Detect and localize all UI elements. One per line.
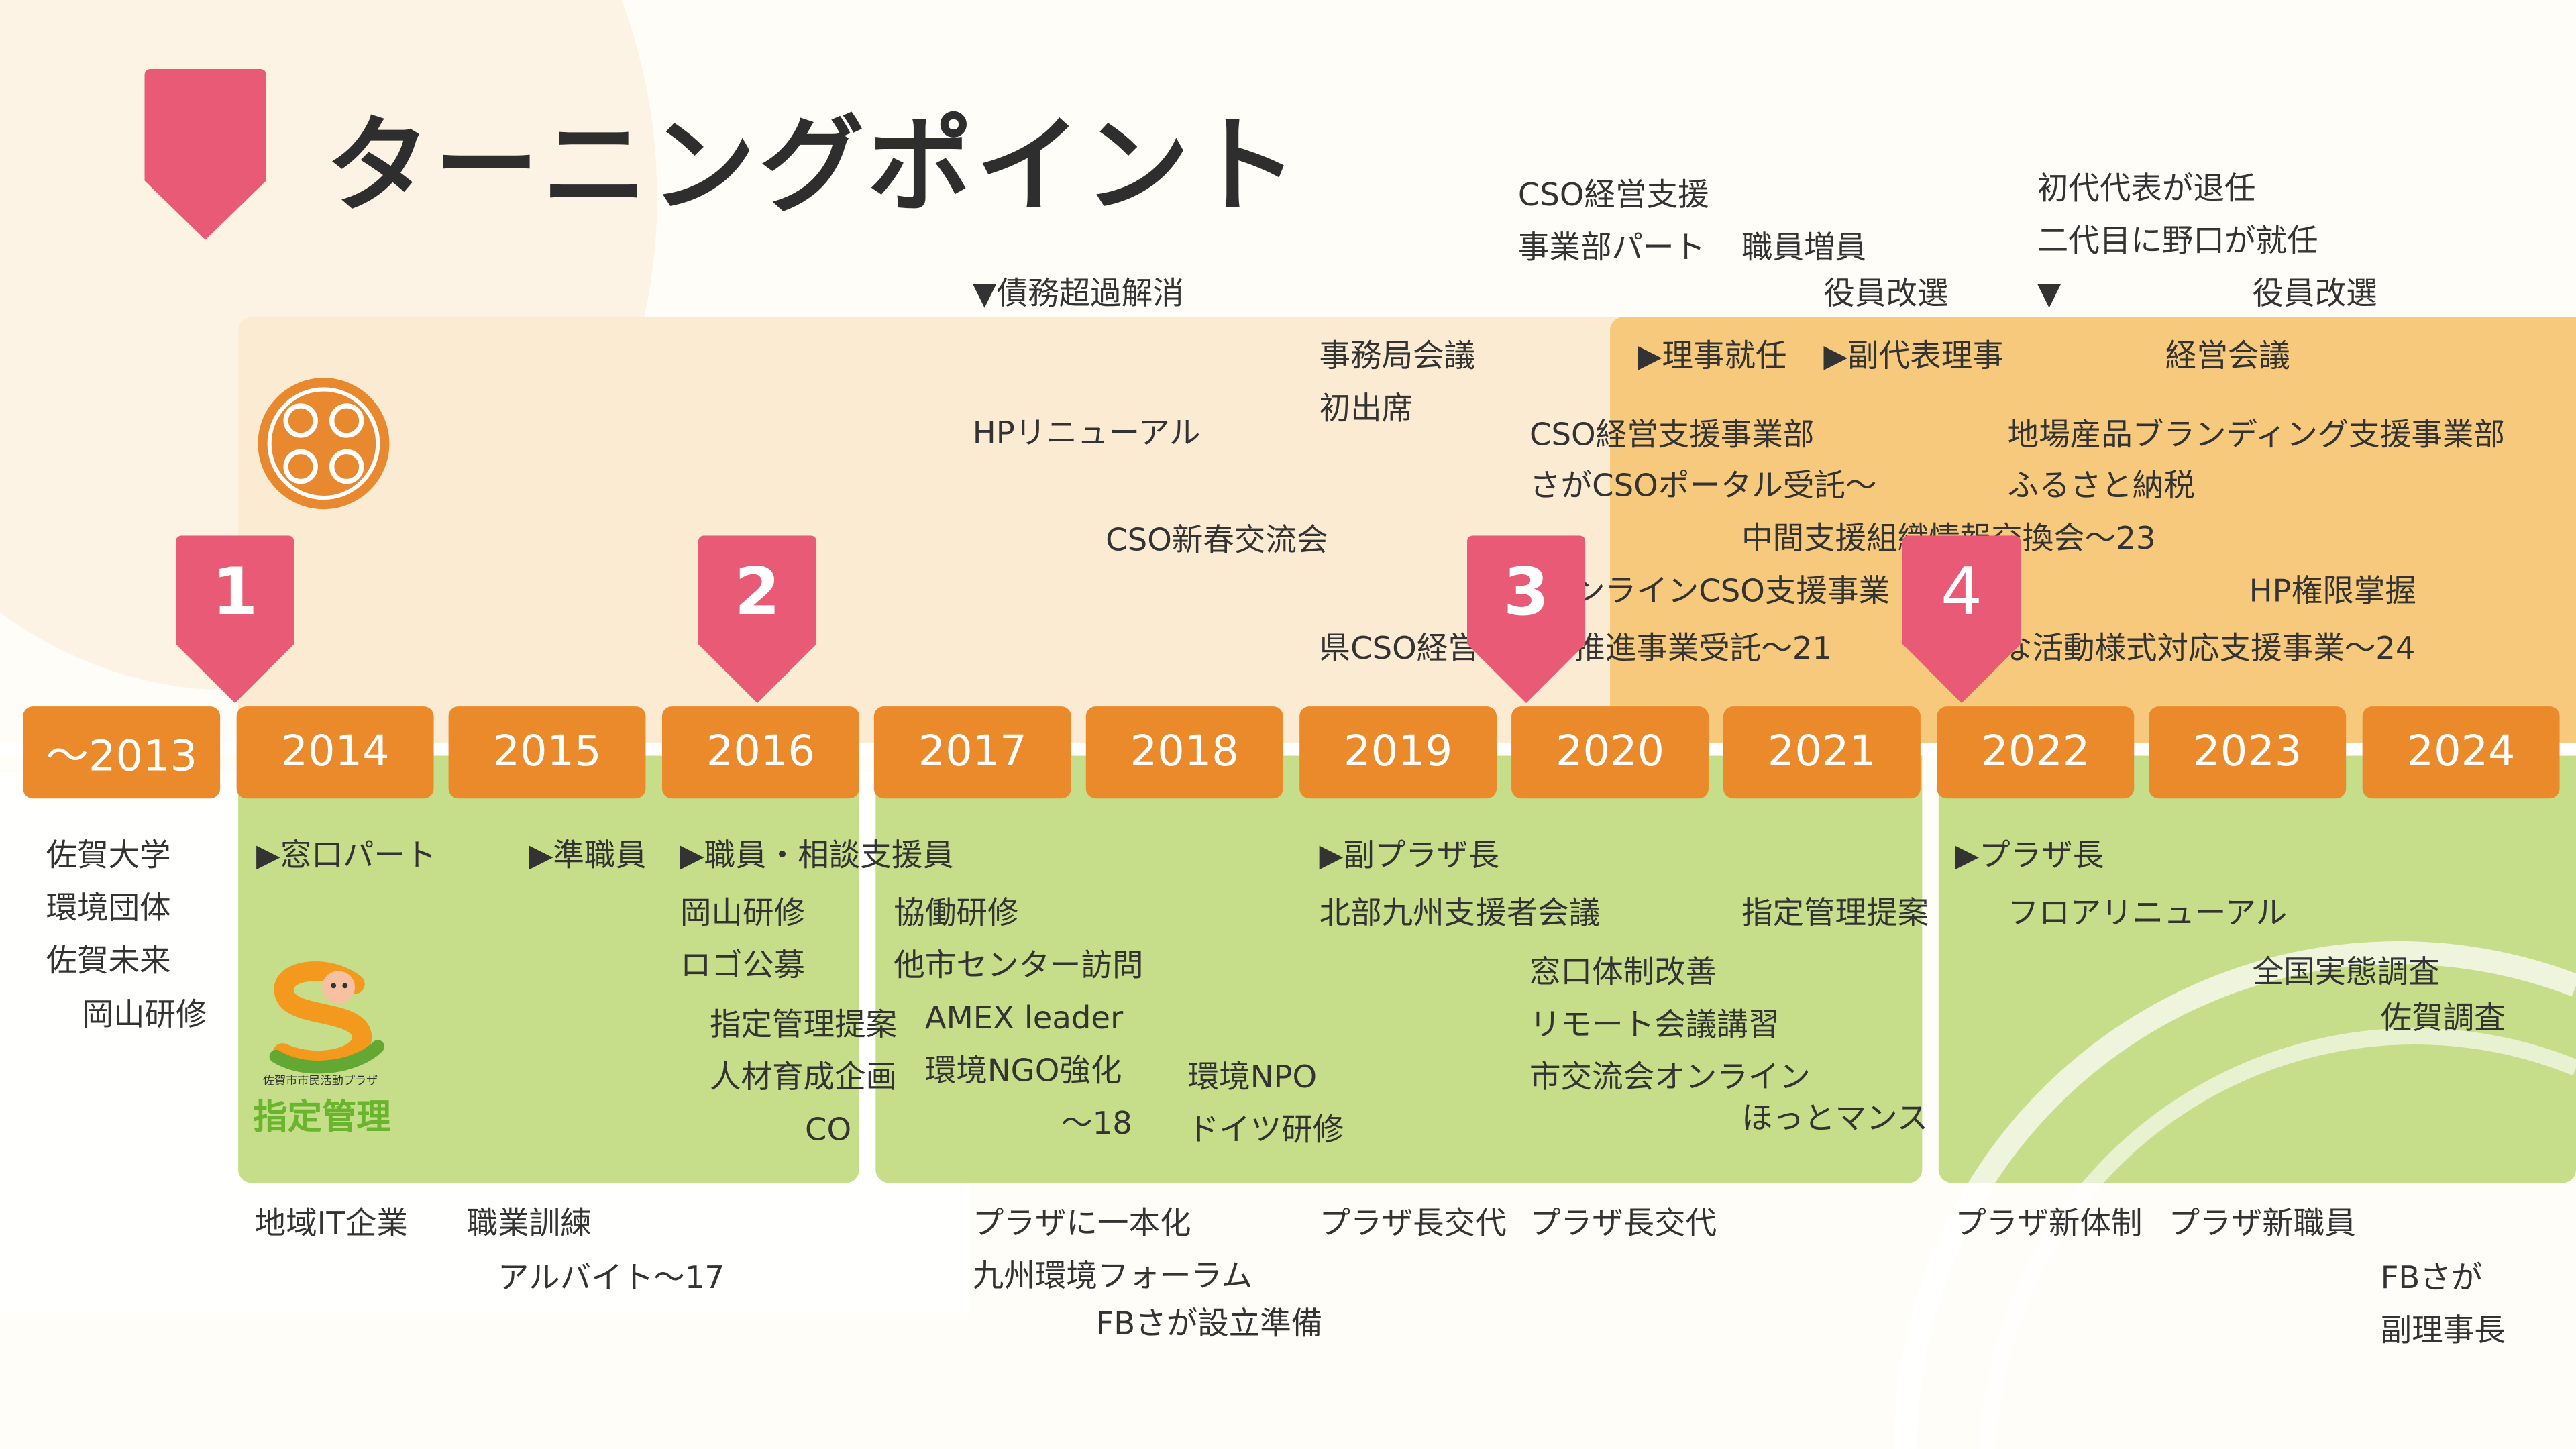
marker-number-1: 1	[212, 555, 258, 631]
act-kyushu-meeting: 北部九州支援者会議	[1319, 895, 1601, 932]
act-hr-planning: 人材育成企画	[709, 1059, 898, 1096]
event-hp-renewal: HPリニューアル	[972, 415, 1201, 452]
bg-okayama-1: 岡山研修	[82, 997, 207, 1034]
turning-point-marker-2: 2	[698, 535, 817, 704]
act-national-survey: 全国実態調査	[2252, 954, 2440, 991]
act-saga-survey: 佐賀調査	[2380, 1000, 2506, 1037]
act-amex: AMEX leader	[924, 1000, 1124, 1037]
act-window-reform: 窓口体制改善	[1529, 954, 1717, 991]
note-fb-saga-prep: FBさが設立準備	[1095, 1305, 1323, 1342]
event-staff-increase: 職員増員	[1741, 229, 1867, 266]
event-online-cso: ンラインCSO支援事業	[1574, 573, 1890, 610]
act-center-visit: 他市センター訪問	[894, 948, 1144, 984]
act-okayama-2: 岡山研修	[680, 895, 806, 932]
year-2021: 2021	[1723, 706, 1921, 799]
bookmark-icon	[144, 68, 266, 240]
year-2024: 2024	[2362, 706, 2560, 799]
event-second-rep: 二代目に野口が就任	[2037, 223, 2318, 260]
note-new-staff: プラザ新職員	[2168, 1205, 2356, 1242]
role-vice-plaza: ▶副プラザ長	[1319, 837, 1500, 874]
role-staff-counselor: ▶職員・相談支援員	[680, 837, 954, 874]
act-germany: ドイツ研修	[1187, 1112, 1344, 1148]
page-title: ターニングポイント	[325, 107, 1301, 229]
note-kyushu-forum: 九州環境フォーラム	[972, 1258, 1253, 1295]
year-2017: 2017	[873, 706, 1071, 799]
year-2020: 2020	[1511, 706, 1709, 799]
act-co: CO	[805, 1112, 852, 1148]
event-vice-rep: ▶副代表理事	[1823, 338, 2004, 375]
event-branding: 地場産品ブランディング支援事業部	[2007, 417, 2505, 453]
act-hot-month: ほっとマンス	[1741, 1100, 1929, 1137]
role-plaza-head: ▶プラザ長	[1955, 837, 2104, 874]
event-down-arrow: ▼	[2037, 276, 2061, 313]
note-head-change-2: プラザ長交代	[1529, 1205, 1717, 1242]
role-window-part: ▶窓口パート	[256, 837, 437, 874]
act-designated-proposal-2: 指定管理提案	[1741, 895, 1929, 932]
band-lower-green-2	[875, 752, 1923, 1183]
year-2023: 2023	[2149, 706, 2347, 799]
event-cso-newyear: CSO新春交流会	[1106, 522, 1328, 559]
marker-number-2: 2	[734, 555, 781, 631]
turning-point-marker-3: 3	[1466, 535, 1586, 704]
bg-env-group: 環境団体	[46, 890, 171, 927]
act-collab-training: 協働研修	[894, 895, 1019, 932]
event-office-meeting: 事務局会議	[1319, 338, 1476, 375]
event-cso-portal: さがCSOポータル受託〜	[1529, 468, 1877, 504]
decor-arcs	[1894, 941, 2576, 1449]
note-unify-plaza: プラザに一本化	[972, 1205, 1191, 1242]
turning-point-marker-1: 1	[176, 535, 294, 704]
event-pref-cso: 県CSO経営	[1319, 631, 1479, 667]
bg-saga-future: 佐賀未来	[46, 943, 171, 979]
role-semi-staff: ▶準職員	[529, 837, 647, 874]
marker-number-3: 3	[1503, 555, 1550, 631]
act-env-npo: 環境NPO	[1187, 1059, 1318, 1096]
event-mgmt-meeting: 経営会議	[2165, 338, 2290, 375]
act-remote-lecture: リモート会議講習	[1529, 1007, 1780, 1044]
year-pre2013: 〜2013	[23, 706, 221, 799]
event-director: ▶理事就任	[1638, 338, 1787, 375]
act-city-online: 市交流会オンライン	[1529, 1059, 1811, 1096]
act-floor-renewal: フロアリニューアル	[2007, 895, 2288, 932]
note-vice-chair: 副理事長	[2380, 1312, 2506, 1349]
event-new-style: な活動様式対応支援事業〜24	[2000, 631, 2416, 667]
event-board-election-1: 役員改選	[1823, 276, 1949, 313]
turning-point-marker-4: 4	[1902, 535, 2021, 704]
bg-saga-univ: 佐賀大学	[46, 837, 171, 874]
event-cso-support: CSO経営支援	[1517, 177, 1709, 214]
note-vocational: 職業訓練	[466, 1205, 592, 1242]
year-2022: 2022	[1937, 706, 2135, 799]
plaza-logo-label: 指定管理	[253, 1097, 391, 1137]
band-upper-orange	[1610, 317, 2576, 748]
note-part-time: アルバイト〜17	[498, 1260, 725, 1297]
plaza-mascot-logo	[269, 961, 385, 1074]
note-new-structure: プラザ新体制	[1955, 1205, 2143, 1242]
event-furusato: ふるさと納税	[2007, 468, 2195, 504]
plaza-logo-small-text: 佐賀市市民活動プラザ	[262, 1074, 378, 1088]
act-until-18: 〜18	[1061, 1106, 1132, 1142]
event-board-election-2: 役員改選	[2252, 276, 2377, 313]
event-first-attend: 初出席	[1319, 390, 1413, 427]
note-it-company: 地域IT企業	[254, 1205, 408, 1242]
year-2016: 2016	[661, 706, 859, 799]
act-logo-contest: ロゴ公募	[680, 948, 806, 984]
year-2019: 2019	[1299, 706, 1497, 799]
event-dept-part: 事業部パート	[1517, 229, 1706, 266]
act-designated-proposal-1: 指定管理提案	[709, 1007, 898, 1044]
year-2014: 2014	[236, 706, 434, 799]
marker-number-4: 4	[1940, 555, 1983, 631]
event-cso-dept: CSO経営支援事業部	[1529, 417, 1815, 453]
year-2015: 2015	[448, 706, 646, 799]
note-fb-saga: FBさが	[2380, 1260, 2483, 1297]
event-promotion: 推進事業受託〜21	[1574, 631, 1833, 667]
year-2018: 2018	[1085, 706, 1283, 799]
note-head-change-1: プラザ長交代	[1319, 1205, 1507, 1242]
event-debt-resolved: ▼債務超過解消	[972, 276, 1184, 313]
act-env-ngo: 環境NGO強化	[924, 1053, 1122, 1089]
org-logo-icon	[258, 378, 390, 510]
event-founder-retire: 初代代表が退任	[2037, 170, 2256, 207]
event-hp-control: HP権限掌握	[2249, 573, 2416, 610]
